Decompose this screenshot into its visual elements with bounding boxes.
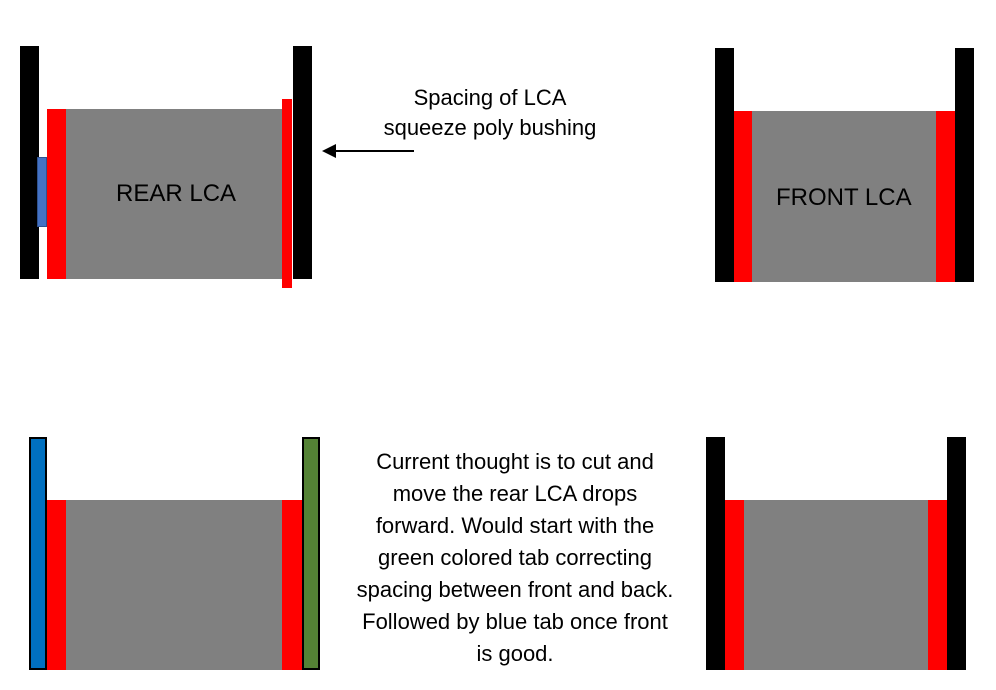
spacing-note: Spacing of LCA squeeze poly bushing xyxy=(340,83,640,143)
proposal-note-line-1: Current thought is to cut and xyxy=(376,449,654,474)
rear-small-blue-tab xyxy=(37,157,47,227)
proposal-note-line-5: spacing between front and back. xyxy=(356,577,674,602)
proposal-note-line-7: is good. xyxy=(476,641,554,666)
rear-left-bushing xyxy=(47,109,66,279)
proposed-rear-lca-arm xyxy=(66,500,282,670)
front-top-left-frame-bracket xyxy=(715,48,734,282)
proposal-note-line-2: move the rear LCA drops xyxy=(392,481,638,506)
rear-right-bushing xyxy=(282,99,292,288)
front-bottom-lca-arm xyxy=(744,500,928,670)
front-top-left-bushing xyxy=(734,111,752,282)
front-lca-label: FRONT LCA xyxy=(776,184,912,211)
proposed-right-bushing xyxy=(282,500,302,670)
front-top-right-bushing xyxy=(936,111,955,282)
front-bottom-right-frame-bracket xyxy=(947,437,966,670)
front-bottom-right-bushing xyxy=(928,500,947,670)
rear-right-frame-bracket xyxy=(293,46,312,279)
front-top-right-frame-bracket xyxy=(955,48,974,282)
proposal-note-line-4: green colored tab correcting xyxy=(378,545,652,570)
proposed-left-bushing xyxy=(47,500,66,670)
proposal-note: Current thought is to cut and move the r… xyxy=(330,446,700,670)
rear-lca-arm xyxy=(66,109,282,279)
left-arrow-icon xyxy=(322,144,414,158)
rear-left-frame-bracket xyxy=(20,46,39,279)
front-lca-arm xyxy=(752,111,936,282)
proposed-green-tab xyxy=(302,437,320,670)
proposed-blue-tab xyxy=(29,437,47,670)
front-bottom-left-frame-bracket xyxy=(706,437,725,670)
front-bottom-left-bushing xyxy=(725,500,744,670)
proposal-note-line-6: Followed by blue tab once front xyxy=(362,609,668,634)
proposal-note-line-3: forward. Would start with the xyxy=(375,513,655,538)
spacing-note-line-2: squeeze poly bushing xyxy=(383,115,597,140)
spacing-note-line-1: Spacing of LCA xyxy=(413,85,567,110)
rear-lca-label: REAR LCA xyxy=(116,180,237,207)
